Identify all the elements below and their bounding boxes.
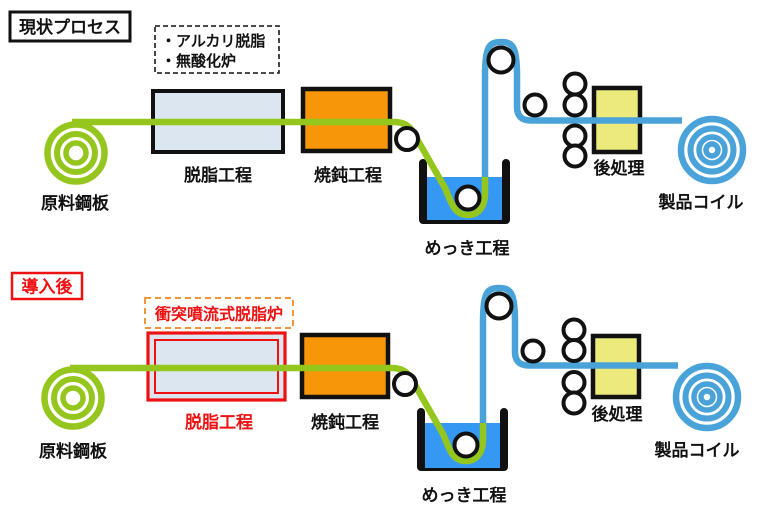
raw-coil-label: 原料鋼板 bbox=[41, 193, 110, 213]
plating-label: めっき工程 bbox=[425, 239, 510, 258]
diagram-title: 導入後 bbox=[22, 277, 74, 297]
pinch-roller bbox=[561, 370, 587, 395]
raw-coil-label: 原料鋼板 bbox=[39, 441, 108, 461]
title-box bbox=[10, 271, 84, 301]
note-line: ・無酸化炉 bbox=[161, 52, 236, 70]
strip-line-blue bbox=[481, 38, 682, 177]
raw-coil bbox=[41, 366, 105, 430]
top-roller bbox=[486, 45, 516, 75]
degrease-label: 脱脂工程 bbox=[184, 165, 252, 185]
product-coil bbox=[672, 362, 742, 432]
callout-label: 衝突噴流式脱脂炉 bbox=[154, 305, 283, 324]
product-coil-label: 製品コイル bbox=[654, 440, 740, 460]
pinch-roller bbox=[561, 317, 587, 343]
pinch-roller bbox=[562, 92, 588, 118]
anneal-label: 焼鈍工程 bbox=[311, 412, 379, 432]
sink-roller bbox=[452, 431, 480, 459]
post-treatment-label: 後処理 bbox=[592, 404, 643, 424]
deflector-roller bbox=[392, 371, 418, 397]
anneal-label: 焼鈍工程 bbox=[314, 165, 382, 185]
guide-roller bbox=[520, 338, 546, 364]
plating-label: めっき工程 bbox=[422, 486, 507, 505]
pinch-roller bbox=[561, 338, 587, 363]
pinch-roller bbox=[562, 143, 588, 169]
guide-roller bbox=[522, 92, 548, 118]
strip-line-green bbox=[70, 364, 487, 465]
current-process-diagram: 現状プロセス ・アルカリ脱脂 ・無酸化炉 原料鋼板 脱脂工程 焼鈍工程 めっき工… bbox=[8, 10, 747, 258]
pinch-roller bbox=[561, 390, 587, 416]
deflector-roller bbox=[394, 126, 420, 152]
sink-roller bbox=[454, 184, 482, 212]
after-introduction-diagram: 導入後 衝突噴流式脱脂炉 原料鋼板 脱脂工程 焼鈍工程 めっき工程 後処理 製品… bbox=[10, 271, 742, 505]
product-coil bbox=[677, 115, 747, 185]
product-coil-label: 製品コイル bbox=[658, 192, 744, 212]
pinch-roller bbox=[562, 123, 588, 149]
note-box bbox=[154, 25, 280, 74]
post-treatment-label: 後処理 bbox=[594, 158, 645, 178]
diagram-title: 現状プロセス bbox=[19, 17, 121, 37]
degrease-label: 脱脂工程 bbox=[185, 412, 253, 432]
raw-coil bbox=[44, 121, 108, 185]
note-line: ・アルカリ脱脂 bbox=[161, 32, 265, 50]
top-roller bbox=[484, 291, 514, 321]
title-box bbox=[8, 10, 132, 43]
pinch-roller bbox=[562, 71, 588, 97]
strip-line-green bbox=[72, 118, 489, 219]
callout-box bbox=[144, 297, 294, 329]
strip-line-blue bbox=[479, 284, 678, 423]
